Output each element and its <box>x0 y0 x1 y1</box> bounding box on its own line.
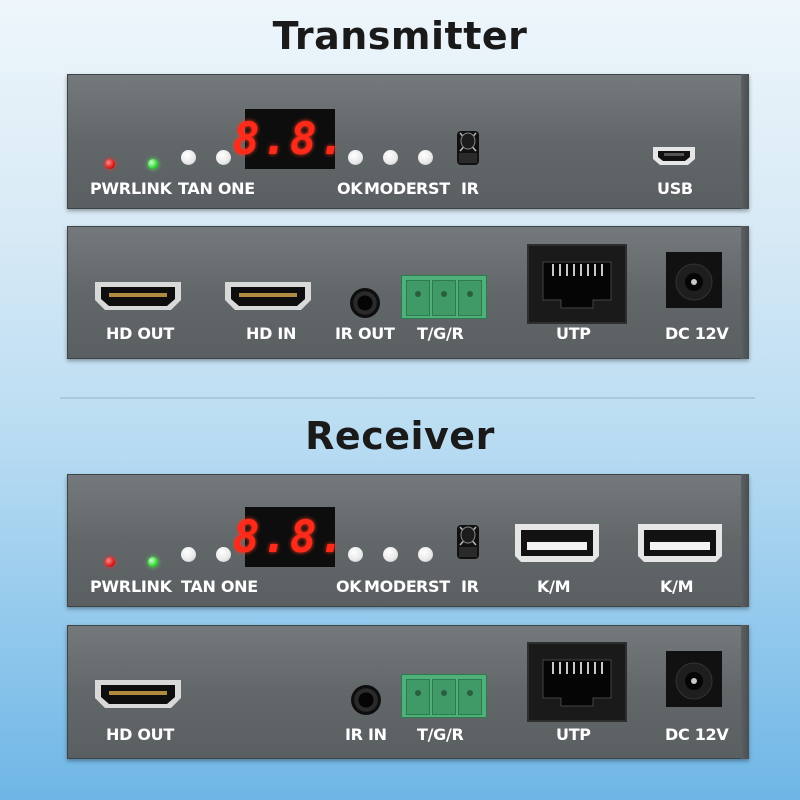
utp-label: UTP <box>556 324 591 343</box>
transmitter-back-panel: HD OUT HD IN IR OUT T/G/R UTP DC 12V <box>67 226 749 359</box>
hd-out-label: HD OUT <box>106 324 174 343</box>
pwr-led <box>105 159 115 169</box>
pwr-label: PWR <box>90 577 131 596</box>
mode-button[interactable] <box>383 547 398 562</box>
transmitter-title: Transmitter <box>272 14 528 58</box>
ir-sensor-icon <box>457 131 479 165</box>
tan-button[interactable] <box>181 547 196 562</box>
terminal-block-icon[interactable] <box>401 674 487 718</box>
ir-label: IR <box>461 179 479 198</box>
receiver-front-panel: 8.8. PWR LINK TAN ONE OK MODE RST IR K/M… <box>67 474 749 607</box>
ir-label: IR <box>461 577 479 596</box>
utp-label: UTP <box>556 725 591 744</box>
ir-sensor-icon <box>457 525 479 559</box>
tan-one-label: TAN ONE <box>181 577 258 596</box>
hd-in-label: HD IN <box>246 324 297 343</box>
transmitter-front-panel: 8.8. PWR LINK TAN ONE OK MODE RST IR USB <box>67 74 749 209</box>
dc-label: DC 12V <box>665 725 729 744</box>
rst-button[interactable] <box>418 547 433 562</box>
tan-button[interactable] <box>181 150 196 165</box>
seven-segment-display: 8.8. <box>233 109 345 169</box>
rst-label: RST <box>416 577 450 596</box>
hdmi-port-icon[interactable] <box>93 678 183 710</box>
terminal-block-icon[interactable] <box>401 275 487 319</box>
mode-label: MODE <box>364 577 417 596</box>
hdmi-port-icon[interactable] <box>93 280 183 312</box>
receiver-back-panel: HD OUT IR IN T/G/R UTP DC 12V <box>67 625 749 759</box>
link-led <box>148 557 158 567</box>
link-label: LINK <box>131 577 172 596</box>
ok-label: OK <box>336 577 362 596</box>
audio-jack-icon[interactable] <box>350 288 380 318</box>
dc-jack-icon[interactable] <box>666 651 722 707</box>
dc-label: DC 12V <box>665 324 729 343</box>
usb-a-port-icon[interactable] <box>513 522 601 564</box>
pwr-led <box>105 557 115 567</box>
usb-a-port-icon[interactable] <box>636 522 724 564</box>
ok-button[interactable] <box>348 547 363 562</box>
rst-button[interactable] <box>418 150 433 165</box>
pwr-label: PWR <box>90 179 131 198</box>
receiver-title: Receiver <box>305 414 495 458</box>
dc-jack-icon[interactable] <box>666 252 722 308</box>
tan-one-label: TAN ONE <box>178 179 255 198</box>
mode-button[interactable] <box>383 150 398 165</box>
usb-label: USB <box>657 179 693 198</box>
ok-label: OK <box>337 179 363 198</box>
mode-label: MODE <box>364 179 417 198</box>
mini-usb-port-icon[interactable] <box>650 145 698 167</box>
ok-button[interactable] <box>348 150 363 165</box>
one-button[interactable] <box>216 150 231 165</box>
one-button[interactable] <box>216 547 231 562</box>
link-label: LINK <box>131 179 172 198</box>
rj45-port-icon[interactable] <box>527 244 627 324</box>
rj45-port-icon[interactable] <box>527 642 627 722</box>
hdmi-port-icon[interactable] <box>223 280 313 312</box>
tgr-label: T/G/R <box>417 725 464 744</box>
hd-out-label: HD OUT <box>106 725 174 744</box>
ir-in-label: IR IN <box>345 725 387 744</box>
km-label-1: K/M <box>537 577 571 596</box>
tgr-label: T/G/R <box>417 324 464 343</box>
km-label-2: K/M <box>660 577 694 596</box>
rst-label: RST <box>416 179 450 198</box>
section-divider <box>60 397 755 399</box>
link-led <box>148 159 158 169</box>
ir-out-label: IR OUT <box>335 324 395 343</box>
audio-jack-icon[interactable] <box>351 685 381 715</box>
seven-segment-display: 8.8. <box>233 507 345 567</box>
